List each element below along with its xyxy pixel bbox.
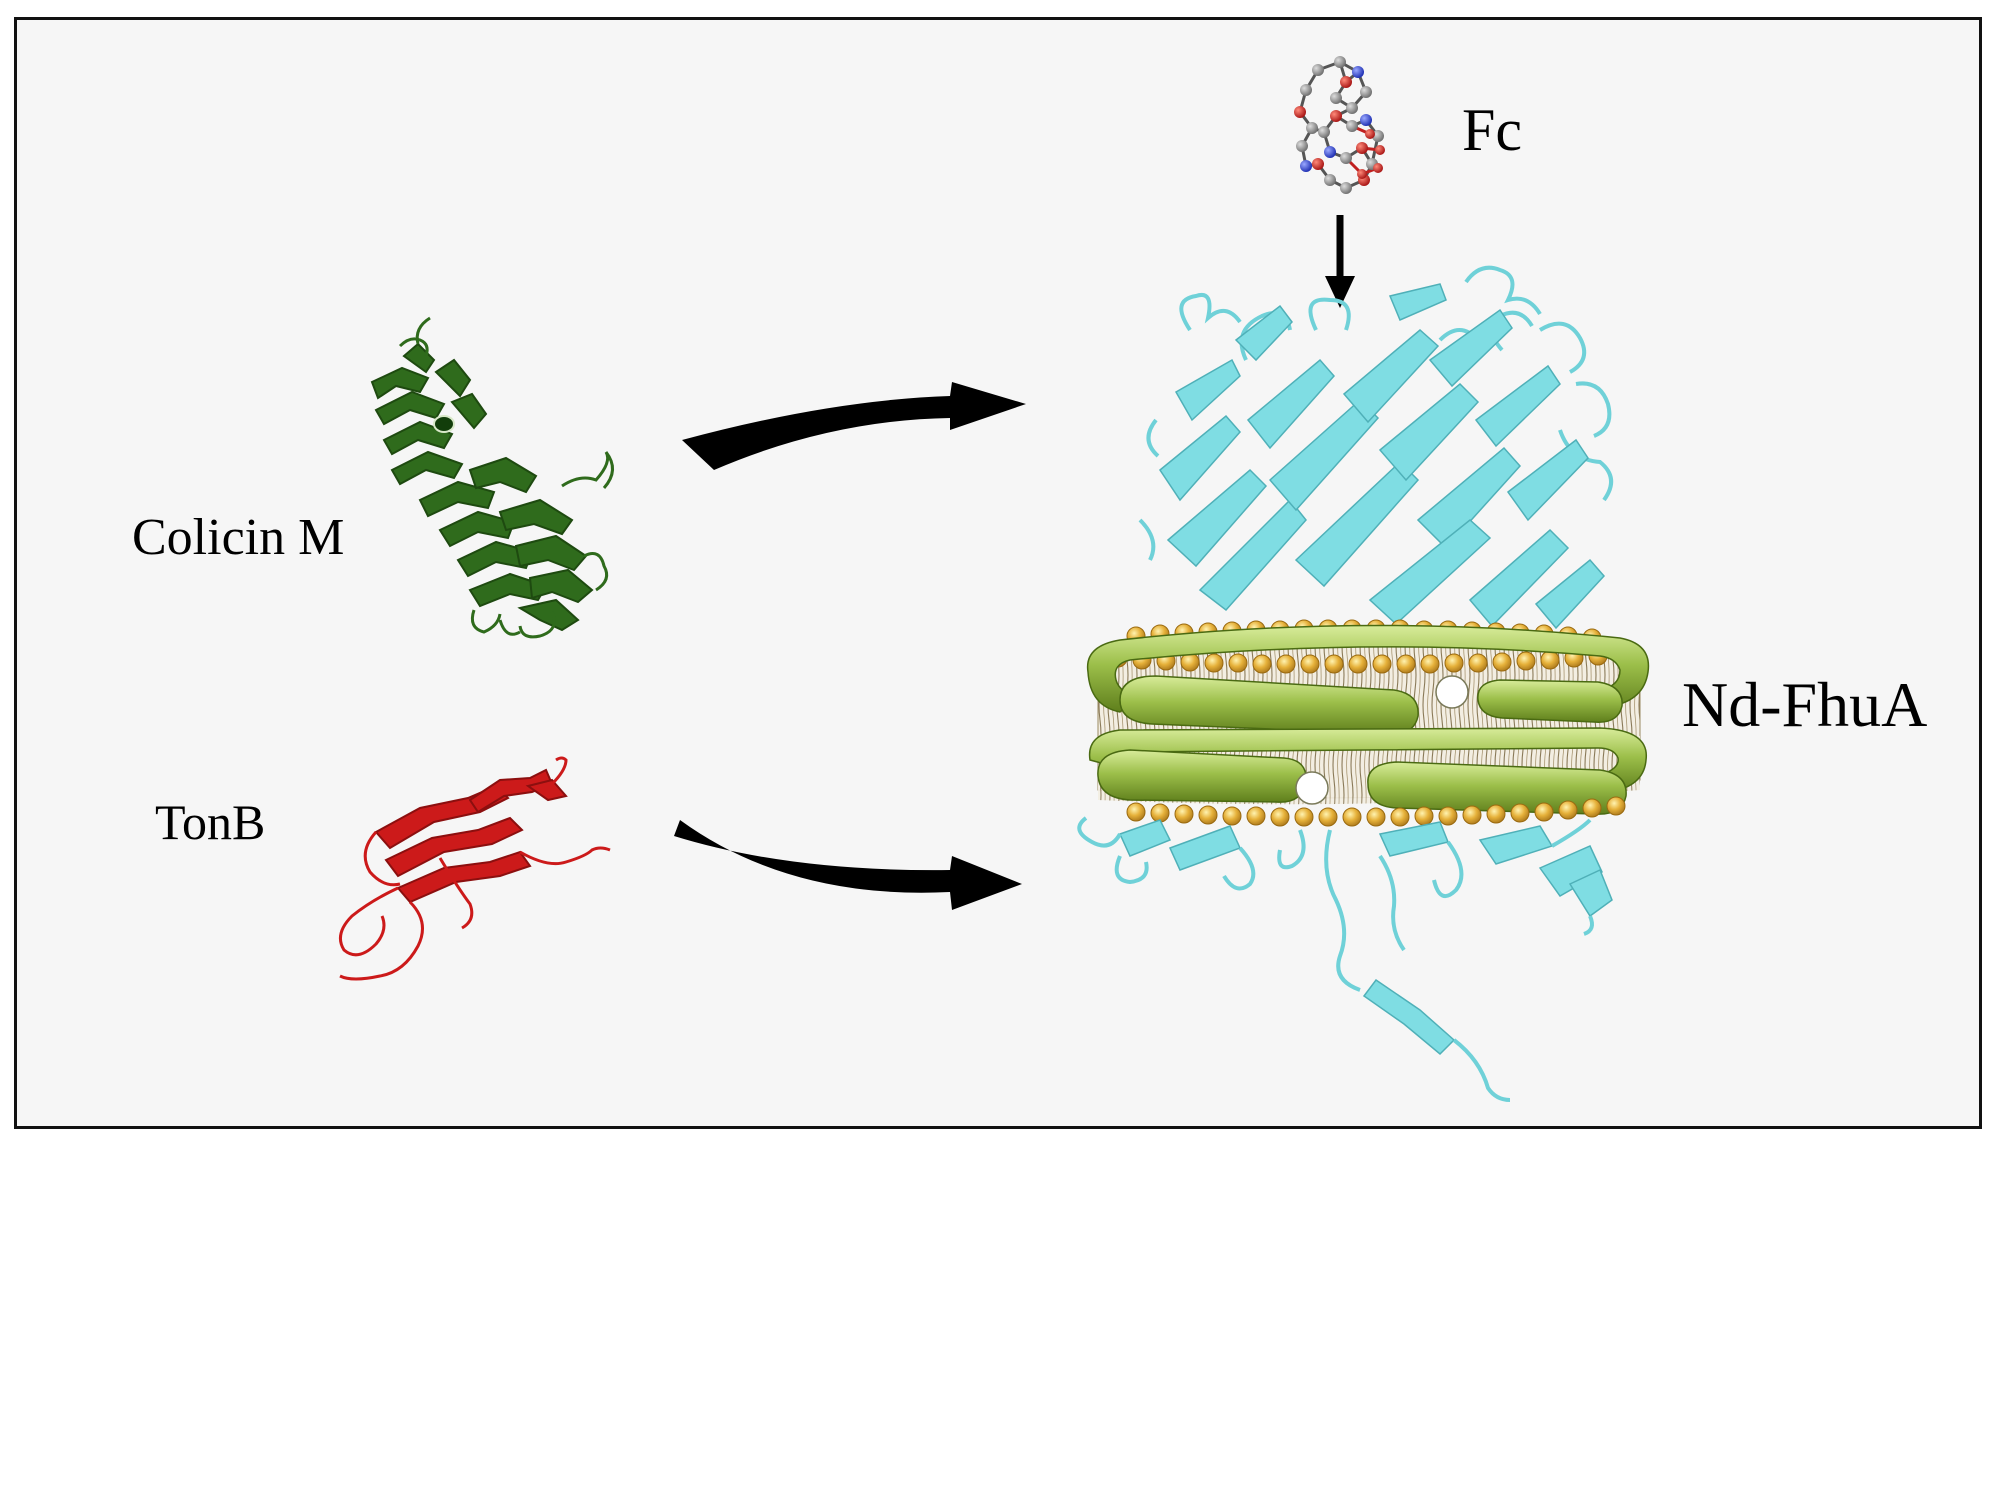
- fhua-periplasmic-structure: [1077, 816, 1613, 1102]
- colicin-m-label: Colicin M: [132, 509, 345, 566]
- tonb-structure: [338, 756, 611, 981]
- tonb-label: TonB: [155, 794, 266, 850]
- fc-binding-arrow: [1325, 215, 1355, 308]
- colicin-m-structure: [370, 316, 614, 639]
- nd-fhua-label: Nd-FhuA: [1682, 669, 1928, 740]
- ferrichrome-molecule-icon: [1294, 56, 1385, 194]
- fc-label: Fc: [1462, 97, 1522, 163]
- nanodisc-membrane: [1086, 619, 1650, 827]
- colicin-to-fhua-arrow: [682, 382, 1026, 470]
- tonb-to-fhua-arrow: [674, 820, 1022, 910]
- fhua-barrel-structure: [1138, 265, 1613, 630]
